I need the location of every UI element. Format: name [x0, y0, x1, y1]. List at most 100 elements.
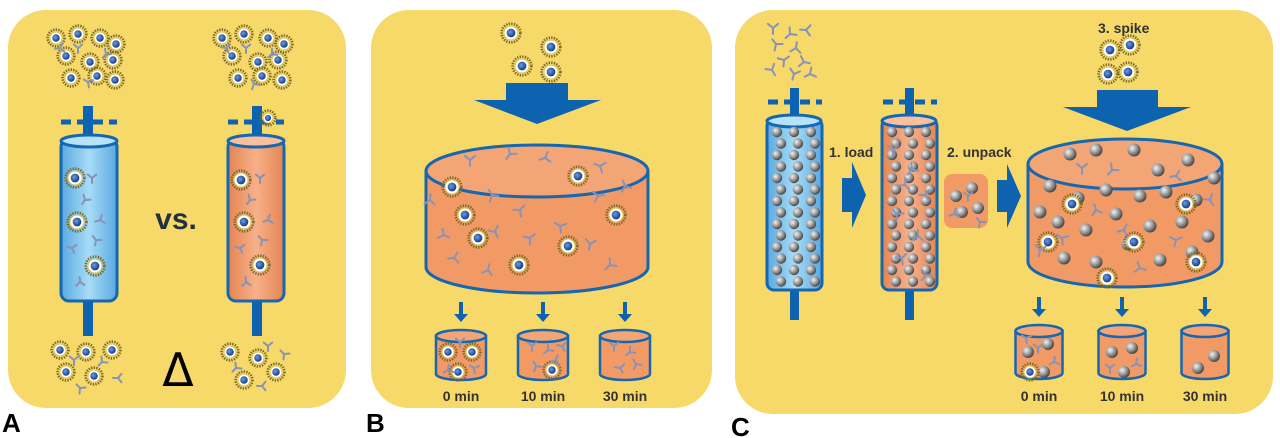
- bead-icon: [809, 161, 821, 172]
- antibody-icon: [82, 78, 95, 89]
- bead-icon: [1051, 215, 1065, 229]
- antibody-icon: [81, 193, 92, 206]
- virus-icon: [249, 254, 271, 276]
- column-blue-bead-packing: [771, 126, 821, 287]
- antibody-icon: [66, 243, 78, 255]
- bead-icon: [1106, 346, 1118, 358]
- bead-icon: [775, 138, 787, 149]
- bead-icon: [886, 241, 898, 253]
- time-label-c-30: 30 min: [1183, 388, 1227, 404]
- bead-icon: [907, 161, 919, 172]
- bead-icon: [907, 184, 919, 195]
- small-down-arrow: [536, 302, 550, 322]
- column-orange: [226, 106, 286, 336]
- bead-icon: [920, 172, 932, 184]
- small-down-arrow: [1115, 297, 1129, 317]
- bead-icon: [775, 230, 787, 241]
- antibody-icon: [1055, 233, 1070, 246]
- antibody-icon: [593, 161, 607, 174]
- bead-icon: [1057, 251, 1071, 265]
- antibody-icon: [94, 213, 106, 224]
- bead-icon: [809, 207, 821, 218]
- bead-icon: [788, 172, 800, 184]
- bead-icon: [1038, 366, 1050, 378]
- antibody-icon: [1133, 260, 1147, 273]
- virus-icon: [467, 227, 489, 249]
- bead-icon: [771, 195, 783, 207]
- virus-cluster-top-right: [212, 24, 294, 91]
- virus-icon: [441, 176, 463, 198]
- bead-icon: [907, 138, 919, 149]
- bead-icon: [890, 276, 902, 287]
- antibody-icon: [487, 224, 499, 239]
- antibody-icon: [1169, 236, 1183, 248]
- bead-icon: [1063, 147, 1077, 161]
- bead-icon: [1033, 205, 1047, 219]
- bead-icon: [1201, 229, 1215, 243]
- bead-icon: [907, 276, 919, 287]
- bead-icon: [1151, 163, 1165, 177]
- versus-label: vs.: [155, 203, 197, 236]
- antibody-icon: [72, 43, 84, 54]
- virus-icon: [50, 340, 70, 360]
- antibody-icon: [241, 276, 252, 287]
- small-arrows-c: [1032, 297, 1212, 317]
- bead-icon: [924, 230, 936, 241]
- antibody-icon: [886, 144, 900, 157]
- antibody-icon: [522, 233, 536, 246]
- bead-icon: [903, 149, 915, 161]
- antibody-icon: [614, 363, 626, 374]
- unpacked-beads-box: [944, 174, 988, 228]
- bead-icon: [771, 218, 783, 230]
- antibody-icon: [920, 268, 933, 282]
- antibody-icon: [54, 42, 66, 53]
- bead-icon: [792, 184, 804, 195]
- virus-icon: [266, 362, 286, 382]
- bead-icon: [809, 276, 821, 287]
- bead-icon: [966, 182, 978, 194]
- antibody-icon: [894, 252, 908, 266]
- bead-icon: [788, 241, 800, 253]
- bead-icon: [924, 161, 936, 172]
- bead-icon: [805, 218, 817, 230]
- antibody-icon: [764, 62, 777, 77]
- antibody-icon: [505, 146, 518, 160]
- antibody-icon: [975, 217, 987, 229]
- time-labels-c: 0 min 10 min 30 min: [1021, 388, 1227, 404]
- bead-icon: [788, 195, 800, 207]
- big-down-arrow: [474, 83, 601, 124]
- antibody-icon: [468, 364, 481, 375]
- antibody-icon: [591, 190, 605, 203]
- antibody-icon: [891, 208, 905, 222]
- virus-icon: [557, 235, 579, 257]
- bead-icon: [805, 149, 817, 161]
- antibody-icon: [86, 173, 98, 184]
- antibody-icon: [784, 26, 798, 40]
- bead-icon: [775, 207, 787, 218]
- virus-icon: [105, 70, 125, 90]
- antibody-icon: [797, 55, 811, 68]
- bead-icon: [1109, 207, 1123, 221]
- load-arrow: [842, 162, 866, 228]
- bead-icon: [1133, 189, 1147, 203]
- antibody-icon: [608, 341, 620, 352]
- bead-icon: [950, 190, 962, 202]
- antibody-icon: [1169, 169, 1182, 182]
- antibody-icon: [254, 173, 266, 184]
- antibody-icon: [231, 361, 243, 373]
- virus-icon: [84, 255, 106, 277]
- bead-icon: [1159, 185, 1173, 199]
- antibody-icon: [789, 41, 802, 54]
- virus-cluster-bottom-right: [220, 341, 291, 392]
- virus-icon: [1037, 231, 1059, 253]
- bead-icon: [771, 126, 783, 138]
- antibody-icon: [447, 251, 460, 264]
- bead-icon: [792, 161, 804, 172]
- time-label-30: 30 min: [603, 388, 647, 404]
- virus-icon: [103, 50, 123, 70]
- virus-icon: [248, 348, 268, 368]
- virus-cluster-top-left: [46, 24, 126, 90]
- virus-icon: [1123, 231, 1145, 253]
- bead-icon: [1079, 223, 1093, 237]
- antibody-icon: [442, 363, 455, 374]
